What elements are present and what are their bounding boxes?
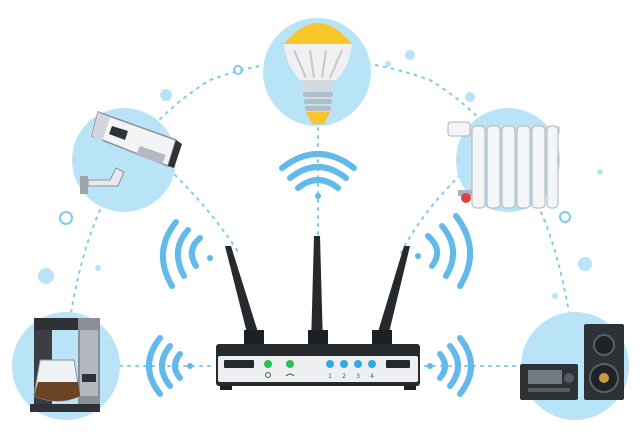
dot	[385, 61, 391, 67]
dot	[597, 169, 603, 175]
valve-icon	[461, 193, 471, 203]
dot	[59, 211, 73, 225]
stereo-icon	[520, 324, 624, 400]
dot	[559, 211, 571, 223]
antenna-right	[374, 246, 410, 345]
radiator-icon	[447, 121, 560, 209]
wifi-led	[286, 360, 294, 368]
power-led	[264, 360, 272, 368]
wifi-wave-top-icon	[279, 151, 357, 199]
router-antennas	[225, 236, 410, 345]
thermostat-head-icon	[447, 121, 471, 137]
dot	[38, 268, 54, 284]
port-led-1	[326, 360, 334, 368]
dot	[578, 257, 592, 271]
antenna-left	[225, 246, 262, 345]
port-led-4	[368, 360, 376, 368]
antenna-center	[311, 236, 323, 345]
wifi-wave-right-icon	[415, 213, 474, 289]
port-label-4: 4	[370, 373, 374, 380]
dot	[405, 50, 415, 60]
dot	[95, 265, 101, 271]
dot	[233, 65, 243, 75]
wifi-wave-bottom-left-icon	[146, 335, 193, 397]
speaker-tweeter-icon	[593, 334, 615, 356]
port-led-3	[354, 360, 362, 368]
security-camera-icon	[80, 111, 182, 194]
dot	[552, 293, 558, 299]
coffee-maker-icon	[30, 318, 100, 412]
dot	[160, 89, 172, 101]
decorative-dots	[38, 50, 603, 299]
wifi-wave-bottom-right-icon	[427, 335, 474, 397]
port-led-2	[340, 360, 348, 368]
port-label-1: 1	[328, 373, 332, 380]
port-label-3: 3	[356, 373, 360, 380]
wifi-waves	[146, 151, 474, 397]
wifi-wave-left-icon	[159, 219, 213, 289]
line-to-camera	[174, 174, 241, 256]
light-bulb-icon	[284, 23, 352, 124]
wifi-small-icon	[285, 373, 295, 377]
port-label-2: 2	[342, 373, 346, 380]
dot	[465, 92, 475, 102]
router-icon: 1 2 3 4	[216, 236, 420, 390]
power-icon	[265, 372, 271, 378]
